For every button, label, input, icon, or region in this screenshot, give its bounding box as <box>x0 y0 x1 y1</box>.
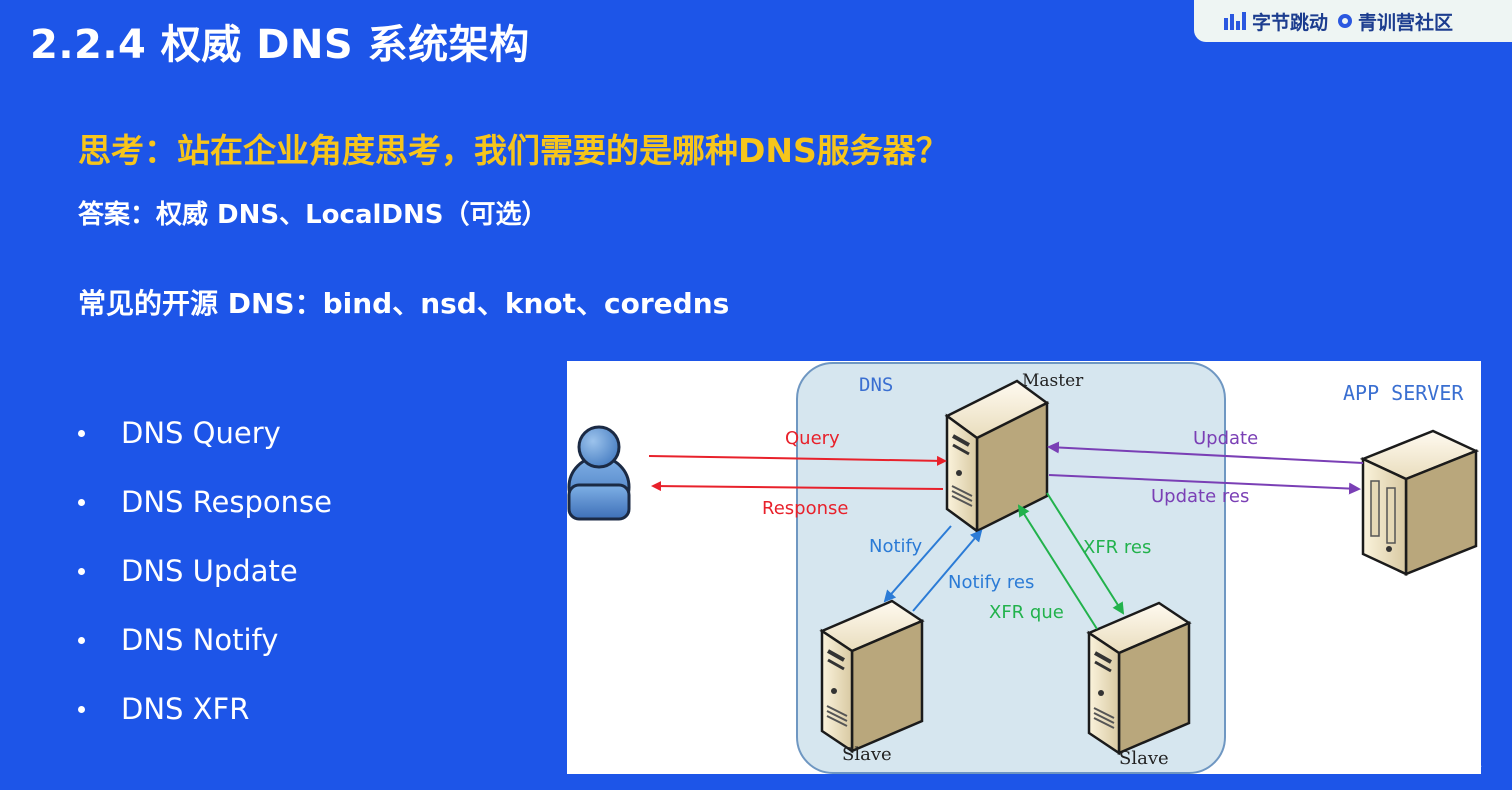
xfr-que-label: XFR que <box>989 602 1064 623</box>
bullet-dot <box>78 430 85 437</box>
xfr-que-arrow <box>1017 504 1098 630</box>
user-icon <box>567 425 631 521</box>
master-label: Master <box>1022 371 1084 391</box>
bullet-dns-notify: DNS Notify <box>78 623 332 692</box>
bullet-dot <box>78 568 85 575</box>
response-label: Response <box>762 498 848 519</box>
diagram-svg: DNS Master <box>567 362 1480 774</box>
question-text: 思考：站在企业角度思考，我们需要的是哪种DNS服务器？ <box>78 131 949 170</box>
notify-label: Notify <box>869 536 923 557</box>
notify-res-label: Notify res <box>948 572 1034 593</box>
query-label: Query <box>785 428 840 449</box>
bullet-label: DNS XFR <box>121 692 250 726</box>
bullet-dns-update: DNS Update <box>78 554 332 623</box>
bytedance-icon <box>1224 12 1246 30</box>
update-res-label: Update res <box>1151 486 1249 507</box>
bullet-label: DNS Response <box>121 485 332 519</box>
bullet-dns-response: DNS Response <box>78 485 332 554</box>
bullet-label: DNS Notify <box>121 623 279 657</box>
slave-left-server-icon <box>819 599 925 754</box>
brand-logo-bar: 字节跳动 青训营社区 <box>1194 0 1512 42</box>
dns-group-label: DNS <box>859 374 893 396</box>
youth-camp-logo: 青训营社区 <box>1338 8 1453 35</box>
notify-res-arrow <box>912 529 983 612</box>
bullet-label: DNS Update <box>121 554 298 588</box>
dns-operation-list: DNS Query DNS Response DNS Update DNS No… <box>78 416 332 761</box>
update-res-arrow <box>1048 474 1361 495</box>
dns-architecture-diagram: DNS Master <box>567 361 1481 774</box>
bullet-dns-query: DNS Query <box>78 416 332 485</box>
slave-right-label: Slave <box>1119 748 1169 769</box>
bytedance-text: 字节跳动 <box>1252 11 1329 34</box>
notify-arrow <box>883 525 952 603</box>
app-server-label: APP SERVER <box>1343 381 1464 405</box>
bullet-label: DNS Query <box>121 416 281 450</box>
slave-right-server-icon <box>1086 601 1192 756</box>
xfr-res-label: XFR res <box>1083 537 1151 558</box>
bullet-dot <box>78 499 85 506</box>
xfr-res-arrow <box>1046 492 1125 615</box>
bullet-dot <box>78 637 85 644</box>
bullet-dot <box>78 706 85 713</box>
update-label: Update <box>1193 428 1258 449</box>
update-arrow <box>1047 441 1364 464</box>
query-arrow <box>648 455 947 466</box>
open-source-dns-text: 常见的开源 DNS：bind、nsd、knot、coredns <box>78 287 730 320</box>
slide-title: 2.2.4 权威 DNS 系统架构 <box>30 22 530 68</box>
youth-camp-text: 青训营社区 <box>1358 11 1454 34</box>
bullet-dns-xfr: DNS XFR <box>78 692 332 761</box>
bytedance-logo: 字节跳动 <box>1224 8 1328 35</box>
slave-left-label: Slave <box>842 744 892 765</box>
answer-text: 答案：权威 DNS、LocalDNS（可选） <box>78 200 548 230</box>
app-server-icon <box>1359 429 1480 576</box>
master-server-icon <box>944 379 1050 534</box>
watermark: @稀土掘金技术社区 <box>1329 751 1482 771</box>
youth-camp-icon <box>1338 14 1353 28</box>
response-arrow <box>651 481 944 492</box>
